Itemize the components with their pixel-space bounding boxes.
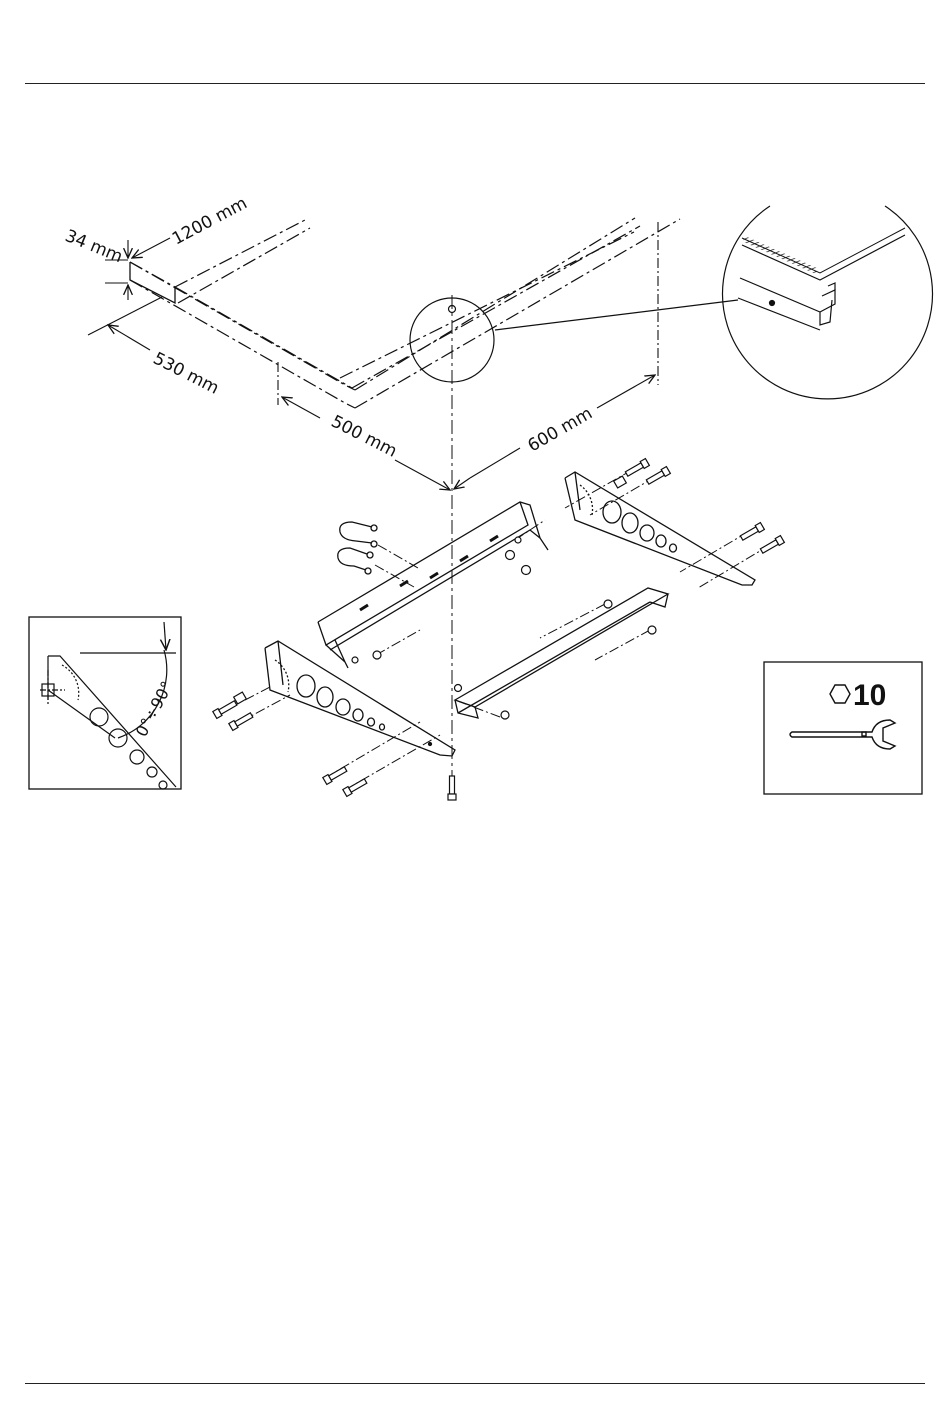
front-rail — [455, 588, 668, 718]
left-bracket — [265, 641, 455, 756]
rear-rail — [318, 502, 548, 668]
dim-length: 1200 mm — [169, 193, 251, 249]
u-bolts — [338, 522, 377, 574]
depth-dimension — [88, 297, 162, 350]
edge-detail-magnified — [723, 206, 933, 399]
dim-thickness: 34 mm — [62, 226, 125, 267]
dim-left-offset: 500 mm — [328, 412, 400, 462]
right-bracket — [565, 472, 755, 585]
fastener-lines — [240, 470, 770, 790]
countertop-corner — [130, 262, 175, 303]
bolts — [213, 459, 785, 800]
angle-label: 0°÷90° — [132, 678, 177, 740]
hex-nut-icon — [830, 685, 850, 703]
offset-dimensions — [278, 222, 658, 490]
angle-inset: 0°÷90° — [29, 617, 181, 789]
detail-callout — [410, 298, 738, 382]
wrench-icon — [790, 720, 895, 749]
tool-box: 10 — [764, 662, 922, 794]
wrench-size: 10 — [853, 679, 886, 712]
dim-depth: 530 mm — [150, 349, 222, 399]
dim-right-offset: 600 mm — [525, 404, 596, 457]
